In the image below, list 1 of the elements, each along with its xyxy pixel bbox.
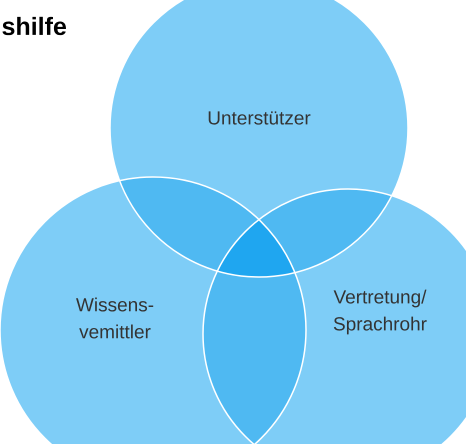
title: shilfe [2, 16, 66, 36]
